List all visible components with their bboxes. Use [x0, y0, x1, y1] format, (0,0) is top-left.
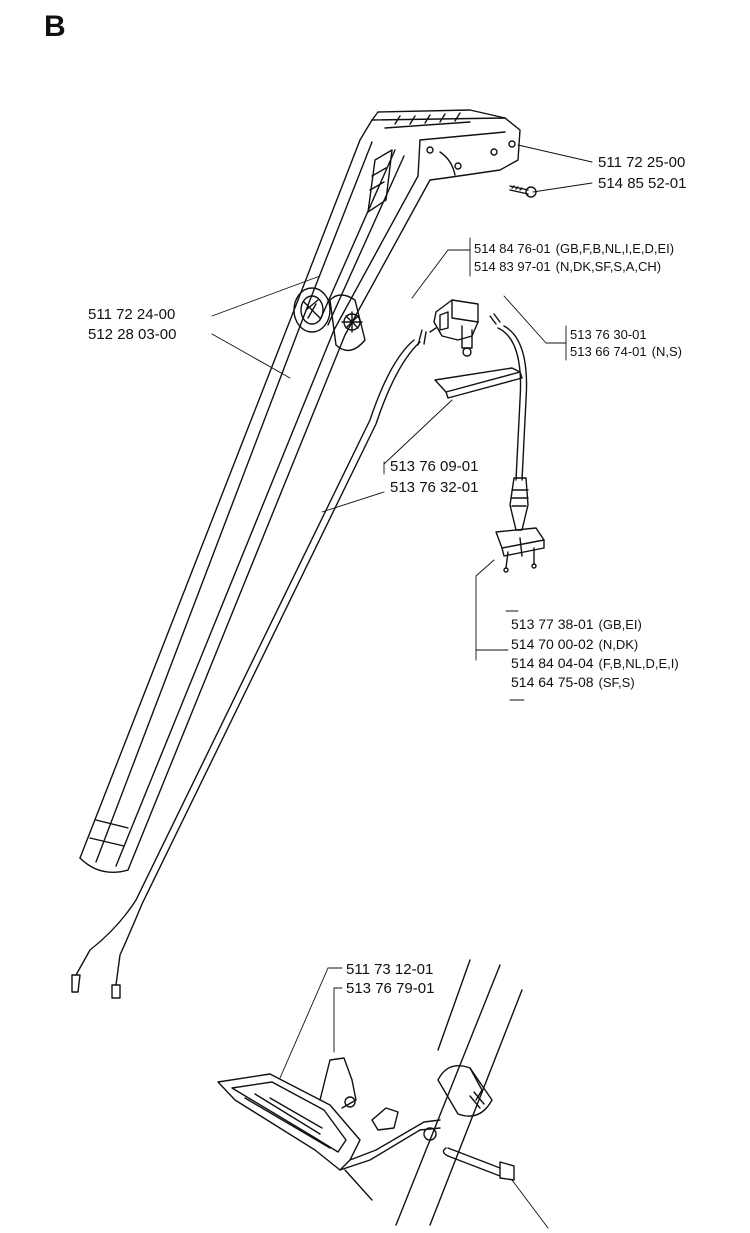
part-code: 513 76 79-01: [346, 980, 435, 997]
variant-codes: (N,DK,SF,S,A,CH): [555, 259, 662, 274]
label-screw-top: 514 85 52-01: [598, 175, 686, 192]
part-code: 513 76 32-01: [390, 479, 479, 496]
top-screw: [509, 185, 537, 198]
variant-codes: (SF,S): [598, 675, 635, 690]
section-letter: B: [44, 10, 66, 43]
part-code: 514 83 97-01: [474, 259, 551, 274]
part-code: 513 76 09-01: [390, 458, 479, 475]
part-code: 514 70 00-02: [511, 636, 594, 652]
part-code: 514 85 52-01: [598, 175, 687, 192]
part-code: 514 84 04-04: [511, 655, 594, 671]
part-code: 511 73 12-01: [346, 961, 434, 978]
part-code: 514 84 76-01: [474, 241, 551, 256]
variant-codes: (GB,F,B,NL,I,E,D,EI): [555, 241, 675, 256]
label-wire: 513 76 32-01: [390, 479, 478, 496]
variant-codes: (GB,EI): [598, 617, 642, 632]
power-cord: [495, 325, 545, 573]
label-handle-1: 511 72 24-00: [88, 306, 175, 323]
leader-lines: [211, 144, 593, 1229]
variant-codes: (F,B,NL,D,E,I): [598, 656, 679, 671]
label-cable-2: 513 66 74-01 (N,S): [570, 343, 682, 360]
label-aux-handle-2: 513 76 79-01: [346, 980, 434, 997]
label-plug-4: 514 64 75-08 (SF,S): [511, 674, 635, 691]
switch-cover: [434, 367, 523, 399]
aux-handle-assembly: [217, 959, 523, 1226]
label-aux-handle-1: 511 73 12-01: [346, 961, 433, 978]
switch-part: [417, 299, 501, 357]
label-plug-2: 514 70 00-02 (N,DK): [511, 636, 638, 653]
label-cover: 513 76 09-01: [390, 458, 478, 475]
label-switch-1: 514 84 76-01 (GB,F,B,NL,I,E,D,EI): [474, 240, 674, 257]
long-wire: [71, 339, 421, 999]
label-tube-rear-top: 511 72 25-00: [598, 154, 685, 171]
part-code: 512 28 03-00: [88, 326, 177, 343]
label-plug-1: 513 77 38-01 (GB,EI): [511, 616, 642, 633]
part-code: 513 77 38-01: [511, 616, 594, 632]
variant-codes: (N,DK): [598, 637, 639, 652]
part-code: 513 76 30-01: [570, 327, 647, 342]
variant-codes: (N,S): [651, 344, 682, 359]
part-code: 514 64 75-08: [511, 674, 594, 690]
part-code: 511 72 25-00: [598, 154, 686, 171]
label-plug-3: 514 84 04-04 (F,B,NL,D,E,I): [511, 655, 679, 672]
part-code: 511 72 24-00: [88, 306, 176, 323]
part-code: 513 66 74-01: [570, 344, 647, 359]
label-cable-1: 513 76 30-01: [570, 326, 647, 343]
label-switch-2: 514 83 97-01 (N,DK,SF,S,A,CH): [474, 258, 661, 275]
label-handle-2: 512 28 03-00: [88, 326, 176, 343]
